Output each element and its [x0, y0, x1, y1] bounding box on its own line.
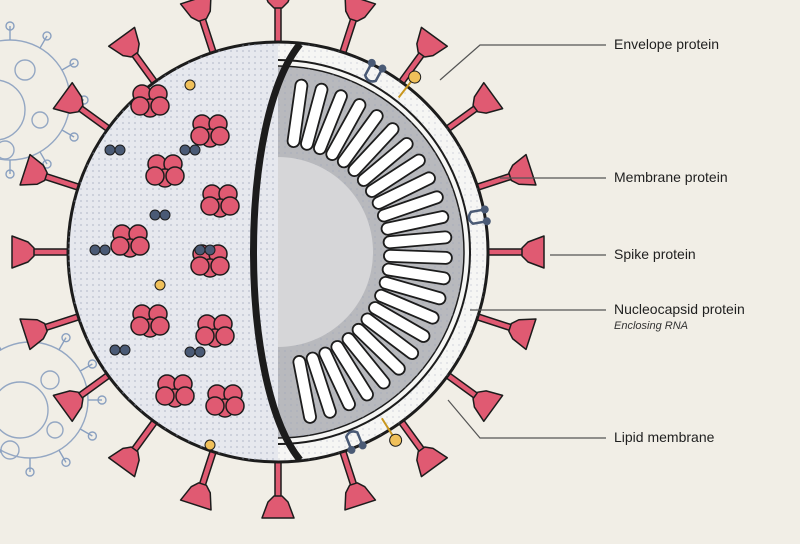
spike-protein-icon: [110, 224, 150, 258]
spike-protein-icon: [468, 310, 537, 351]
membrane-protein-icon: [89, 244, 111, 256]
spike-protein-icon: [393, 412, 449, 478]
label-spike-protein: Spike protein: [614, 246, 696, 262]
spike-protein-icon: [336, 442, 377, 511]
spike-protein-icon: [179, 442, 220, 511]
spike-protein-icon: [261, 453, 295, 519]
label-nucleocapsid-protein: Nucleocapsid protein: [614, 301, 745, 317]
leader-lines: [439, 44, 606, 439]
spike-protein-icon: [130, 84, 170, 118]
spike-protein-icon: [438, 81, 504, 137]
spike-protein-icon: [52, 367, 118, 423]
membrane-protein-icon: [344, 430, 367, 454]
cutaway-edge: [250, 41, 303, 463]
membrane-protein-icon: [179, 144, 201, 156]
spike-protein-icon: [205, 384, 245, 418]
envelope-protein-icon: [204, 439, 216, 451]
membrane-protein-icon: [109, 344, 131, 356]
spike-protein-icon: [200, 184, 240, 218]
membrane-protein-icon: [194, 244, 216, 256]
envelope-protein-icon: [397, 70, 422, 99]
spike-protein-icon: [438, 367, 504, 423]
spike-protein-icon: [190, 114, 230, 148]
spike-protein-icon: [145, 154, 185, 188]
spike-protein-icon: [155, 374, 195, 408]
spike-protein-icon: [336, 0, 377, 62]
envelope-protein-icon: [184, 79, 196, 91]
membrane-protein-icon: [149, 209, 171, 221]
spike-protein-icon: [52, 81, 118, 137]
label-enclosing-rna: Enclosing RNA: [614, 320, 688, 332]
nucleocapsid-coil-icon: [286, 78, 453, 424]
envelope-protein-icon: [381, 417, 403, 447]
spike-protein-icon: [195, 314, 235, 348]
spike-protein-icon: [11, 235, 77, 269]
label-envelope-protein: Envelope protein: [614, 36, 720, 52]
surface-protein-group: [89, 58, 491, 454]
spike-protein-icon: [179, 0, 220, 62]
membrane-protein-icon: [104, 144, 126, 156]
membrane-protein-icon: [363, 58, 387, 83]
label-lipid-membrane: Lipid membrane: [614, 429, 715, 445]
spike-protein-icon: [479, 235, 545, 269]
envelope-protein-icon: [154, 279, 166, 291]
virus-core: [278, 157, 373, 347]
membrane-protein-icon: [467, 205, 491, 226]
membrane-protein-icon: [184, 346, 206, 358]
label-membrane-protein: Membrane protein: [614, 169, 728, 185]
spike-protein-icon: [130, 304, 170, 338]
